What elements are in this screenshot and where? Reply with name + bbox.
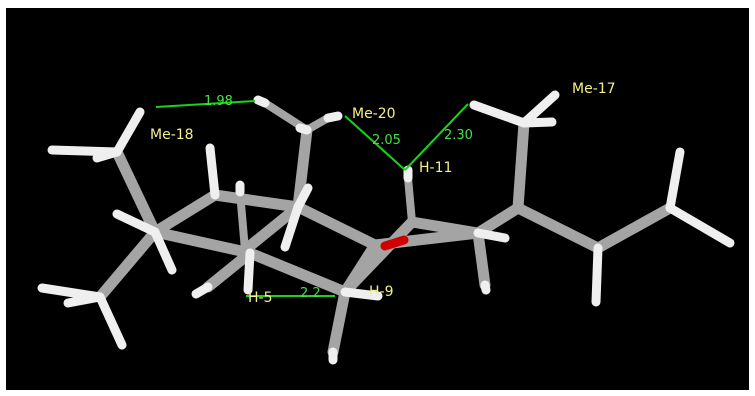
hydrogen	[293, 183, 313, 212]
hydrogen	[340, 287, 383, 301]
atom-label-me17: Me-17	[572, 81, 616, 97]
bond	[111, 146, 161, 238]
atom-label-h11: H-11	[419, 160, 452, 176]
carbon-skeleton	[94, 99, 676, 358]
hydrogen	[665, 203, 735, 248]
bond	[327, 286, 351, 358]
atom-label-h5: H-5	[248, 290, 273, 306]
noe-line-me20-h11	[344, 115, 406, 171]
bond	[512, 117, 530, 214]
bond	[236, 188, 249, 254]
noe-lines	[155, 100, 469, 297]
hydrogen	[280, 202, 303, 252]
hydrogen	[591, 243, 603, 307]
bond	[292, 124, 313, 213]
bond	[406, 216, 484, 239]
hydrogen	[519, 117, 557, 128]
hydrogen	[112, 107, 145, 157]
hydrogen	[253, 95, 270, 108]
hydrogen	[150, 227, 177, 275]
hydrogen-atoms	[37, 90, 735, 365]
bond	[209, 189, 304, 213]
hydrogen	[95, 292, 127, 350]
atom-label-me20: Me-20	[352, 106, 396, 122]
bond	[239, 201, 304, 256]
distance-label-h11-me17: 2.30	[444, 128, 473, 143]
bond	[292, 201, 381, 251]
bond	[339, 216, 418, 298]
hydrogen	[92, 147, 122, 163]
hydrogen	[205, 143, 220, 200]
viewer-background	[6, 8, 749, 390]
hydrogen	[295, 123, 312, 135]
distance-label-me18-me20: 1.98	[204, 94, 233, 109]
bond	[202, 247, 256, 293]
noe-line-h11-me17	[404, 103, 469, 171]
bond	[94, 226, 161, 303]
bond	[244, 247, 351, 298]
distance-label-h5-h9: 2.2	[300, 286, 321, 301]
bond	[472, 227, 491, 291]
hydrogen	[191, 282, 213, 299]
hydrogen	[665, 147, 685, 213]
atom-label-me18: Me-18	[150, 127, 194, 143]
noe-line-me18-me20	[155, 100, 256, 108]
hydrogen	[63, 292, 105, 308]
bond	[592, 202, 676, 254]
bond	[149, 189, 221, 238]
bond	[472, 202, 524, 239]
hydrogen	[323, 111, 343, 123]
hydrogen	[473, 228, 510, 243]
bond	[149, 226, 256, 259]
hydrogen	[480, 280, 491, 295]
atom-labels: Me-18 Me-20 Me-17 H-11 H-5 H-9	[150, 81, 616, 306]
bond	[404, 174, 416, 226]
hydrogen	[112, 209, 160, 237]
oxygen-atom	[380, 235, 409, 251]
distance-label-me20-h11: 2.05	[372, 133, 401, 148]
atom-label-h9: H-9	[369, 284, 394, 300]
bond	[380, 235, 409, 251]
bond	[512, 202, 604, 254]
hydrogen	[243, 248, 255, 295]
distance-labels: 1.98 2.05 2.30 2.2	[204, 94, 473, 301]
hydrogen	[469, 100, 529, 128]
